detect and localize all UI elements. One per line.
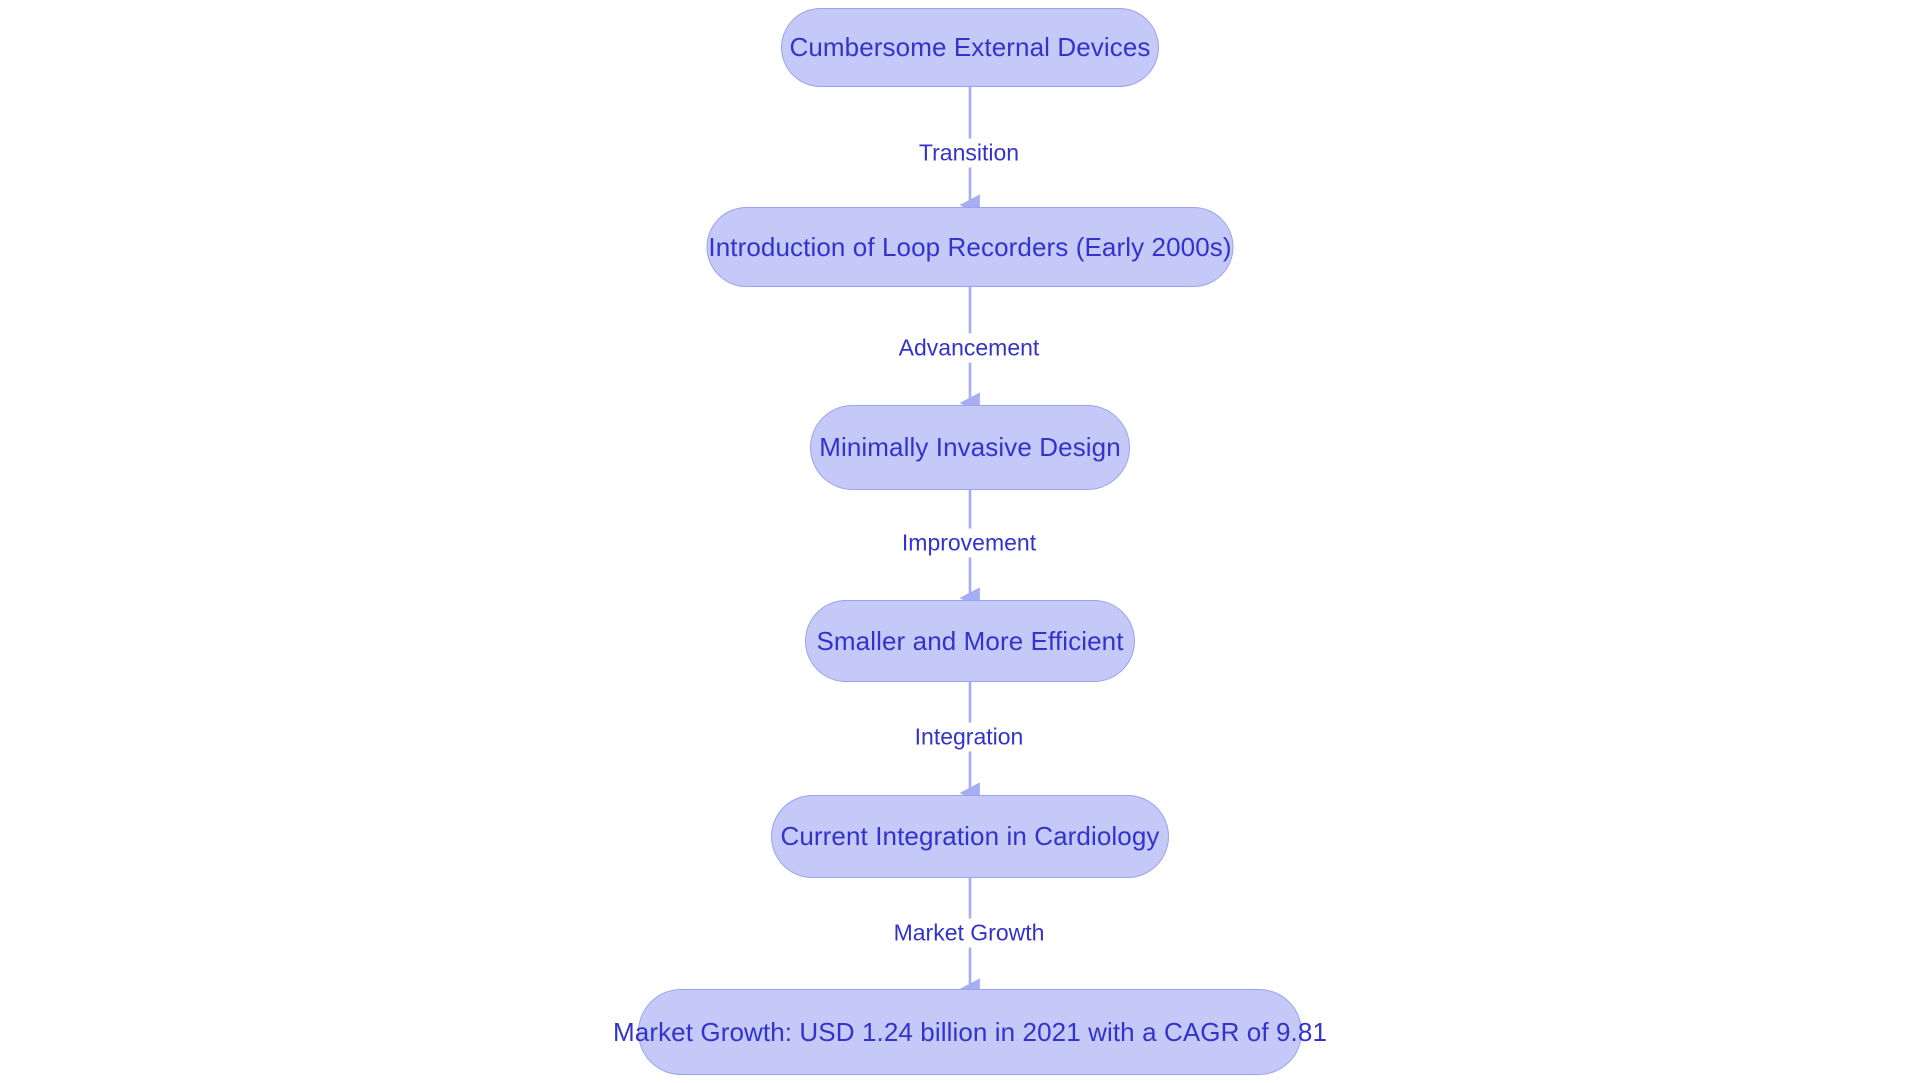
edge-label-edge-market-growth: Market Growth (886, 918, 1052, 948)
flow-node-cumbersome-external-devices[interactable]: Cumbersome External Devices (781, 7, 1159, 87)
flow-node-introduction-of-loop-recorders[interactable]: Introduction of Loop Recorders (Early 20… (706, 207, 1234, 287)
edge-label-edge-integration: Integration (907, 722, 1031, 752)
flow-node-current-integration-in-cardiology[interactable]: Current Integration in Cardiology (771, 794, 1169, 878)
flow-node-smaller-and-more-efficient[interactable]: Smaller and More Efficient (805, 600, 1135, 682)
flow-node-label: Minimally Invasive Design (819, 432, 1121, 462)
edge-label-edge-improvement: Improvement (894, 528, 1044, 558)
flow-node-market-growth-figures[interactable]: Market Growth: USD 1.24 billion in 2021 … (613, 989, 1327, 1075)
edge-label-edge-advancement: Advancement (891, 333, 1047, 363)
flow-node-label: Introduction of Loop Recorders (Early 20… (708, 232, 1232, 262)
flow-node-minimally-invasive-design[interactable]: Minimally Invasive Design (810, 404, 1130, 490)
flow-node-label: Current Integration in Cardiology (780, 821, 1160, 851)
edge-label-edge-transition: Transition (911, 138, 1027, 168)
flow-node-label: Cumbersome External Devices (789, 32, 1151, 62)
flow-node-label: Smaller and More Efficient (816, 626, 1124, 656)
flow-node-label: Market Growth: USD 1.24 billion in 2021 … (613, 1017, 1328, 1047)
